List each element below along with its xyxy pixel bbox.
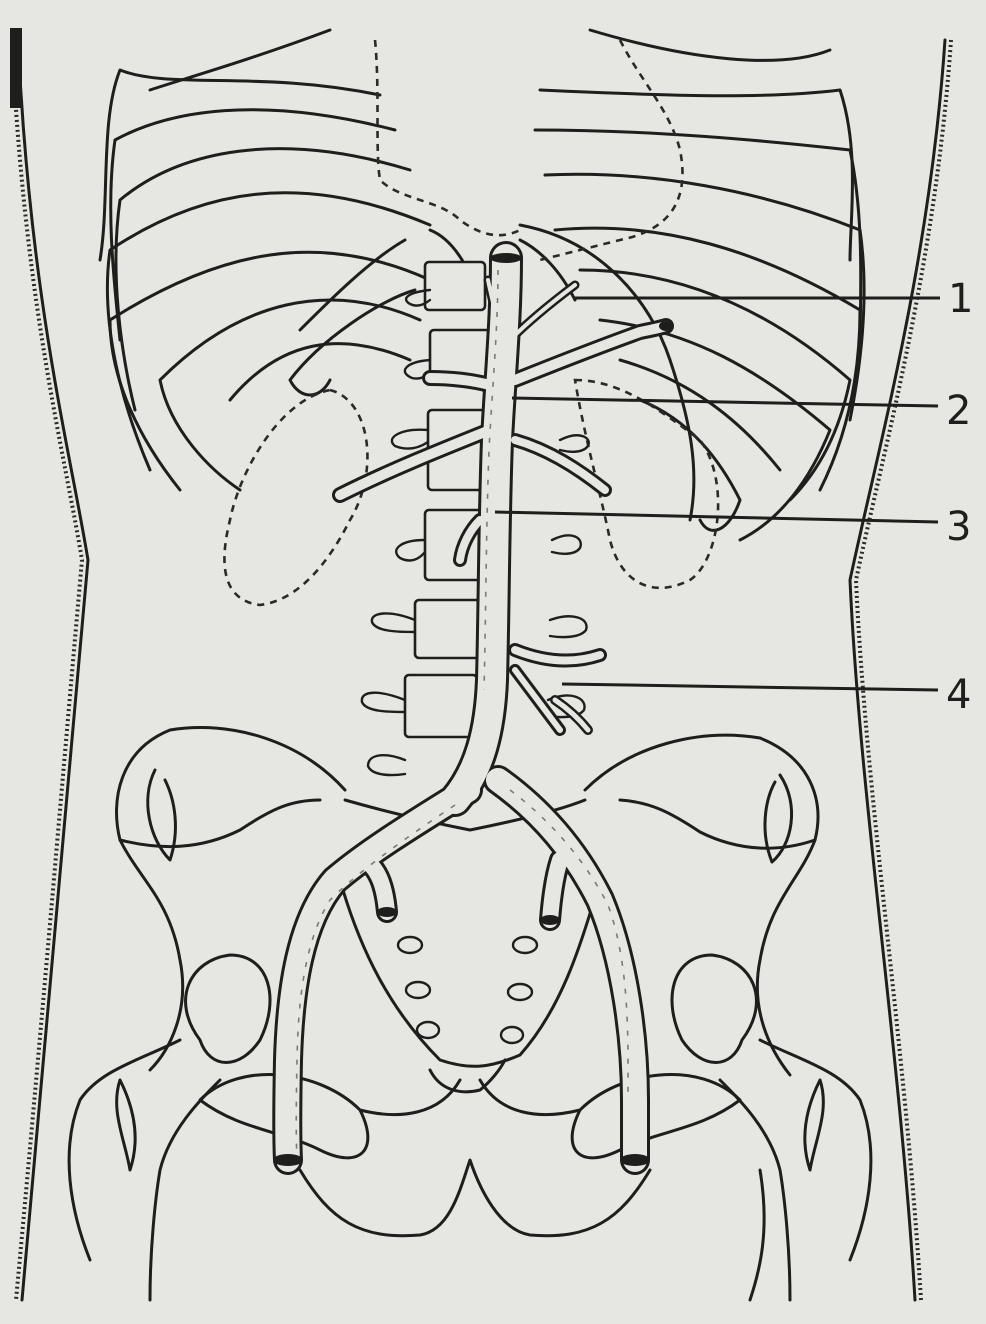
vessel-end-cap	[490, 253, 522, 263]
vessel-end-cap	[377, 907, 397, 917]
scan-edge-mark	[10, 28, 22, 108]
vessel-end-cap	[273, 1154, 303, 1166]
vessel-end-cap	[659, 321, 673, 331]
label-4: 4	[946, 672, 971, 718]
label-3: 3	[946, 504, 971, 550]
vessel-end-cap	[540, 915, 560, 925]
label-1: 1	[948, 276, 973, 322]
vessel-end-cap	[620, 1154, 650, 1166]
label-2: 2	[946, 388, 971, 434]
